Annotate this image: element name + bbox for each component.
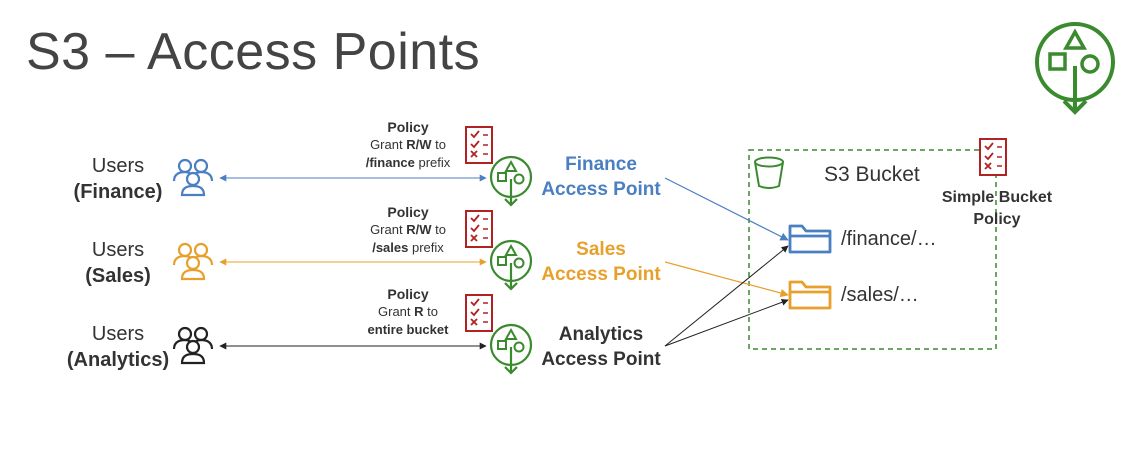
- s3-bucket-label: S3 Bucket: [824, 163, 920, 186]
- policy-line1-post: to: [431, 137, 446, 152]
- access-point-logo-icon: [1035, 22, 1115, 115]
- sales-access-point-label: Sales Access Point: [538, 237, 664, 287]
- ap-label-line2: Access Point: [541, 349, 661, 370]
- sales-policy-text: Policy Grant R/W to /sales prefix: [348, 203, 468, 257]
- bucket-policy-icon: [979, 138, 1007, 176]
- sales-policy-icon: [465, 210, 493, 248]
- policy-line2-post: prefix: [408, 240, 444, 255]
- policy-line2-bold: entire bucket: [367, 322, 449, 337]
- bucket-policy-line2: Policy: [973, 211, 1021, 228]
- users-finance-label: Users (Finance): [68, 153, 168, 205]
- policy-line2-bold: /sales: [372, 240, 409, 255]
- ap-label-line2: Access Point: [541, 264, 661, 285]
- policy-line1-pre: Grant: [370, 137, 407, 152]
- sales-folder-icon: [788, 280, 832, 310]
- analytics-policy-icon: [465, 294, 493, 332]
- policy-line1-bold: R/W: [406, 137, 432, 152]
- policy-line1-pre: Grant: [378, 304, 415, 319]
- policy-line1-post: to: [423, 304, 438, 319]
- finance-ap-to-folder-arrow: [664, 177, 789, 241]
- ap-label-line2: Access Point: [541, 179, 661, 200]
- finance-folder-icon: [788, 224, 832, 254]
- policy-title: Policy: [387, 204, 429, 220]
- policy-line1-bold: R/W: [406, 222, 432, 237]
- ap-label-line1: Sales: [576, 239, 626, 260]
- s3-bucket-icon: [754, 156, 784, 189]
- policy-line1-pre: Grant: [370, 222, 407, 237]
- users-analytics-icon: [172, 326, 214, 365]
- users-group-label: (Sales): [85, 265, 151, 287]
- analytics-ap-to-finance-folder-arrow: [664, 245, 789, 347]
- ap-label-line1: Analytics: [558, 324, 644, 345]
- sales-folder-label: /sales/…: [841, 284, 919, 306]
- users-group-label: (Analytics): [66, 349, 170, 371]
- users-label: Users: [91, 239, 145, 261]
- finance-folder-label: /finance/…: [841, 228, 937, 250]
- policy-title: Policy: [387, 119, 429, 135]
- users-analytics-label: Users (Analytics): [64, 321, 172, 373]
- analytics-access-point-label: Analytics Access Point: [538, 322, 664, 372]
- finance-policy-icon: [465, 126, 493, 164]
- users-group-label: (Finance): [73, 181, 163, 203]
- policy-line2-bold: /finance: [365, 155, 415, 170]
- page-title: S3 – Access Points: [26, 23, 481, 81]
- sales-access-point-icon: [489, 239, 533, 291]
- bucket-policy-line1: Simple Bucket: [941, 189, 1053, 206]
- sales-ap-to-folder-arrow: [664, 261, 789, 298]
- analytics-ap-to-sales-folder-arrow: [664, 298, 789, 347]
- users-sales-icon: [172, 242, 214, 281]
- policy-line1-bold: R: [414, 304, 424, 319]
- analytics-policy-text: Policy Grant R to entire bucket: [348, 285, 468, 339]
- ap-label-line1: Finance: [565, 154, 637, 175]
- users-label: Users: [91, 155, 145, 177]
- bucket-policy-label: Simple Bucket Policy: [938, 187, 1056, 231]
- analytics-access-point-icon: [489, 323, 533, 375]
- finance-access-point-label: Finance Access Point: [538, 152, 664, 202]
- users-label: Users: [91, 323, 145, 345]
- s3-bucket-box: [748, 149, 997, 350]
- policy-title: Policy: [387, 286, 429, 302]
- policy-line2-post: prefix: [414, 155, 451, 170]
- finance-access-point-icon: [489, 155, 533, 207]
- policy-line1-post: to: [431, 222, 446, 237]
- finance-policy-text: Policy Grant R/W to /finance prefix: [348, 118, 468, 172]
- users-finance-icon: [172, 158, 214, 197]
- users-sales-label: Users (Sales): [68, 237, 168, 289]
